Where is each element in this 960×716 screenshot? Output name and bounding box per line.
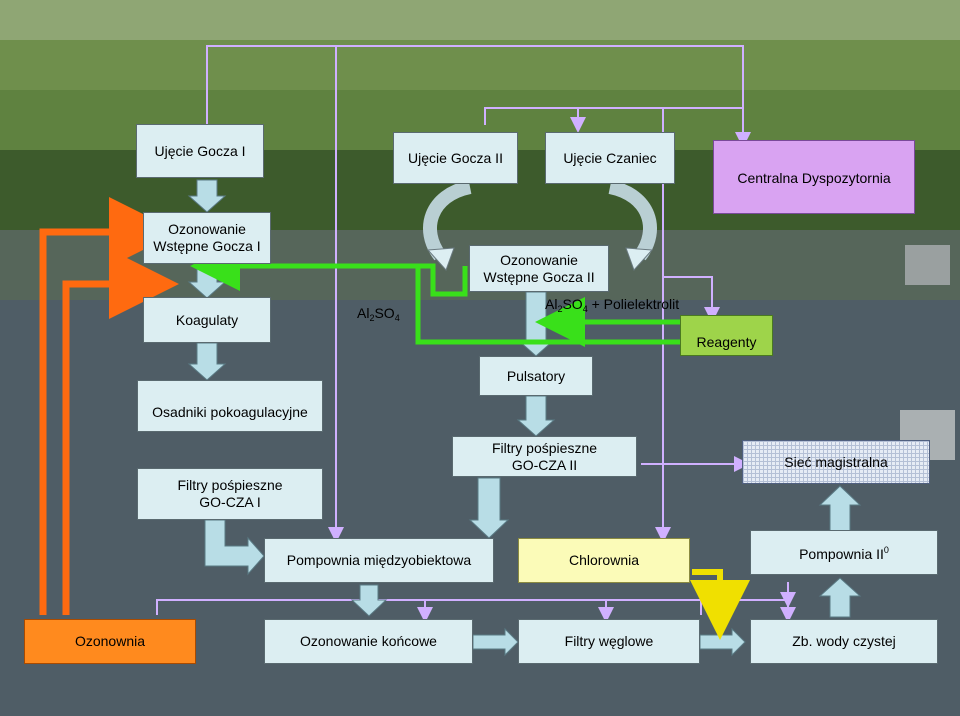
node-ujecie-czaniec: Ujęcie Czaniec [545, 132, 675, 184]
ozone-lines [39, 197, 179, 615]
node-pulsatory: Pulsatory [479, 356, 593, 396]
node-label: Centralna Dyspozytornia [737, 170, 891, 186]
node-label: Reagenty [696, 334, 757, 350]
node-label-line2: GO-CZA I [199, 494, 261, 510]
node-filtry-2: Filtry pośpieszne GO-CZA II [452, 436, 637, 477]
label-part: Al [357, 305, 370, 321]
intake-curve-heads [426, 247, 654, 271]
field-band [0, 40, 960, 90]
node-koagulaty: Koagulaty [143, 297, 271, 343]
label-part: SO [562, 296, 583, 312]
node-pompownia-2: Pompownia II0 [750, 530, 938, 575]
node-ozonowanie-wstepne-2: Ozonowanie Wstępne Gocza II [469, 245, 609, 292]
node-filtry-1: Filtry pośpieszne GO-CZA I [137, 468, 323, 520]
node-label-line1: Filtry pośpieszne [491, 439, 598, 456]
node-label-line2: Wstępne Gocza I [153, 238, 261, 254]
node-label-line2: GO-CZA II [511, 456, 578, 473]
label-part: Al [545, 296, 558, 312]
label-subscript: 2 [369, 313, 375, 323]
node-reagenty: Reagenty [680, 315, 773, 356]
node-label: Koagulaty [175, 311, 239, 328]
node-ujecie-gocza-1: Ujęcie Gocza I [136, 124, 264, 178]
node-label: Zb. wody czystej [792, 633, 896, 649]
node-label: Pulsatory [506, 367, 566, 384]
node-label: Ozonownia [74, 633, 146, 649]
node-ozonowanie-wstepne-1: Ozonowanie Wstępne Gocza I [143, 212, 271, 264]
node-filtry-weglowe: Filtry węglowe [518, 619, 700, 664]
node-label-superscript: 0 [883, 545, 889, 555]
node-label: Pompownia międzyobiektowa [286, 552, 472, 568]
node-label-line1: Ozonowanie [168, 221, 246, 237]
node-label: Osadniki pokoagulacyjne [152, 404, 308, 420]
building [905, 245, 950, 285]
node-label-text: Pompownia II [799, 546, 884, 562]
node-label: Sieć magistralna [784, 453, 888, 470]
node-ujecie-gocza-2: Ujęcie Gocza II [393, 132, 518, 184]
chlorine-line [690, 569, 750, 640]
label-subscript: 2 [557, 304, 563, 314]
node-ozonowanie-koncowe: Ozonowanie końcowe [264, 619, 473, 664]
node-ozonownia: Ozonownia [24, 619, 196, 664]
label-part: + Polielektrolit [587, 296, 680, 312]
label-part: SO [374, 305, 395, 321]
node-chlorownia: Chlorownia [518, 538, 690, 583]
node-label-line1: Ozonowanie [500, 251, 578, 268]
label-al2so4-polielektrolit: Al2SO4 + Polielektrolit [545, 296, 679, 314]
reagent-lines [190, 241, 680, 347]
label-al2so4: Al2SO4 [357, 305, 400, 323]
node-centralna-dyspozytornia: Centralna Dyspozytornia [713, 140, 915, 214]
node-label-line2: Wstępne Gocza II [483, 268, 595, 285]
label-subscript: 4 [582, 304, 588, 314]
node-label: Filtry węglowe [564, 633, 654, 649]
node-pompownia-miedzyobiektowa: Pompownia międzyobiektowa [264, 538, 494, 583]
field-band [0, 0, 960, 40]
node-label: Ozonowanie końcowe [300, 633, 437, 649]
node-label: Ujęcie Czaniec [563, 149, 657, 166]
node-label: Chlorownia [568, 552, 640, 568]
node-label: Pompownia II0 [799, 542, 889, 563]
node-label: Ujęcie Gocza II [408, 149, 503, 166]
node-zb-wody-czystej: Zb. wody czystej [750, 619, 938, 664]
node-label: Ujęcie Gocza I [154, 142, 246, 159]
node-osadniki: Osadniki pokoagulacyjne [137, 380, 323, 432]
label-subscript: 4 [394, 313, 400, 323]
node-siec-magistralna: Sieć magistralna [742, 440, 930, 484]
intake-curves [423, 180, 657, 261]
node-label-line1: Filtry pośpieszne [177, 477, 283, 493]
